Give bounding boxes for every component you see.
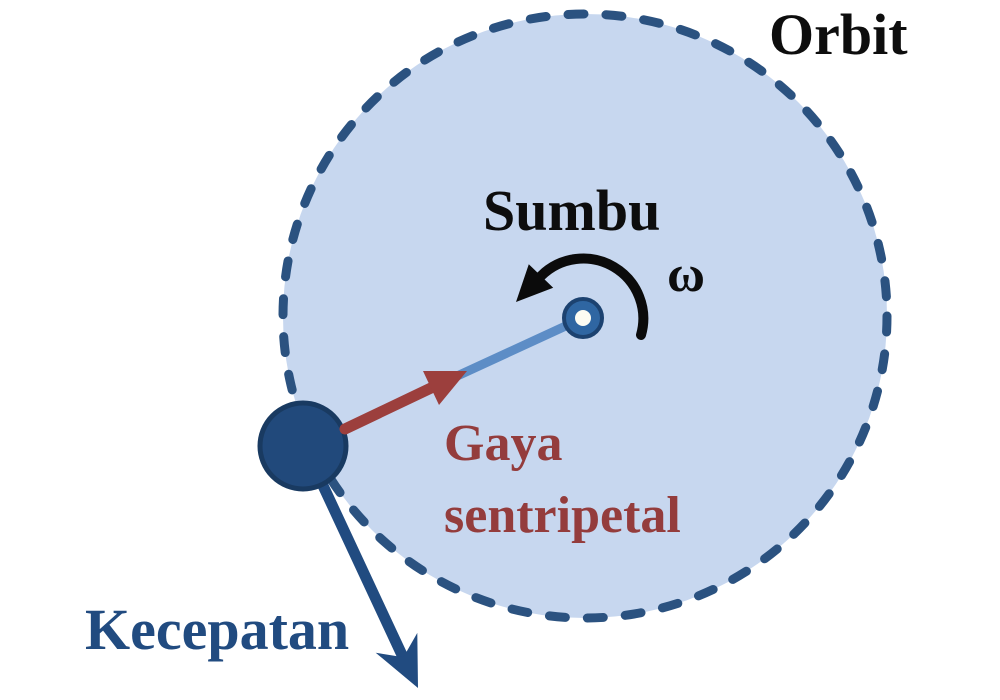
velocity-arrow [306, 456, 418, 688]
angular-velocity-label: ω [667, 246, 706, 303]
centripetal-force-label: Gaya sentripetal [444, 415, 681, 544]
axis-label: Sumbu [483, 178, 661, 243]
velocity-arrowhead-icon [375, 632, 418, 688]
orbit-label: Orbit [769, 2, 908, 67]
centripetal-arrowhead-icon [423, 371, 467, 405]
rotation-arrowhead-icon [516, 264, 554, 302]
rotation-direction-arrow [516, 253, 649, 340]
axis-hub-center [575, 310, 591, 326]
centripetal-force-arrow [339, 371, 467, 435]
axis-hub [562, 297, 604, 339]
radius-line [450, 313, 588, 382]
velocity-arrow-shaft [306, 456, 408, 661]
velocity-label: Kecepatan [85, 597, 350, 662]
orbiting-ball [257, 400, 349, 492]
rotation-arc [536, 253, 649, 340]
centripetal-arrow-shaft [339, 382, 437, 435]
